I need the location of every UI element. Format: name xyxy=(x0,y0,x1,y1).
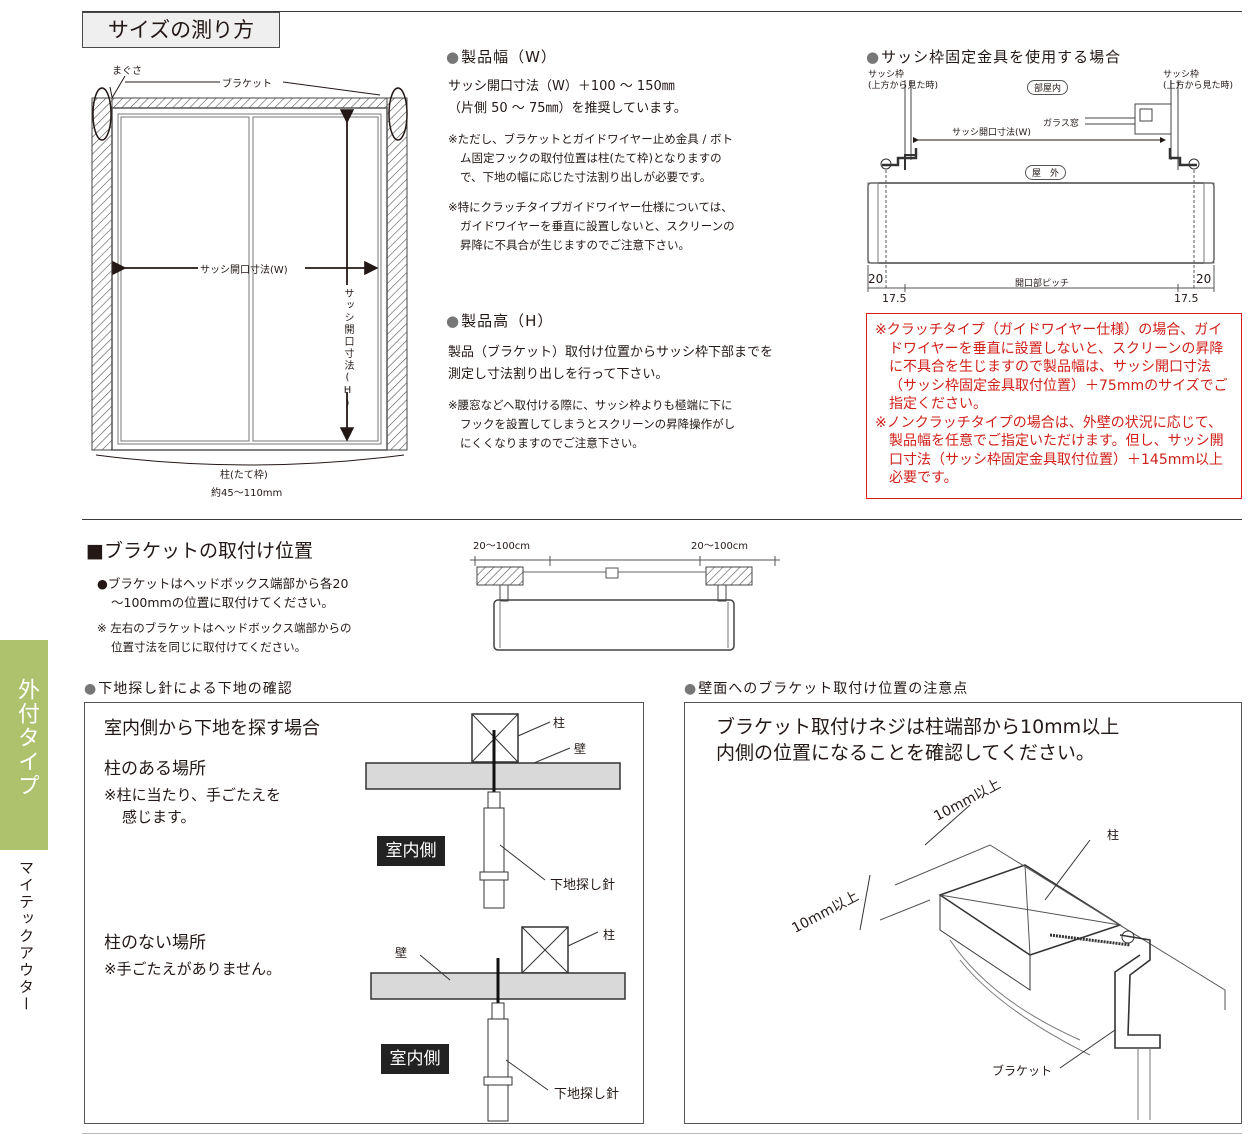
indoor-badge-2: 室内側 xyxy=(381,1044,449,1074)
label-pillar: 柱(たて枠) xyxy=(220,470,268,481)
label-bracket-dim-right: 20～100cm xyxy=(691,541,749,552)
label-glass: ガラス窓 xyxy=(1043,119,1079,129)
label-bracket-dim-left: 20～100cm xyxy=(473,541,531,552)
label-wall-bracket: ブラケット xyxy=(992,1064,1053,1078)
probe-panel xyxy=(84,702,644,1124)
wall-text: ブラケット取付けネジは柱端部から10mm以上 内側の位置になることを確認してくだ… xyxy=(716,716,1120,764)
bracket-right-marker xyxy=(388,87,408,141)
label-dim20-right: 20 xyxy=(1196,272,1212,286)
window-diagram xyxy=(91,75,408,466)
width-note-2: ※特にクラッチタイプガイドワイヤー仕様については、 ガイドワイヤーを垂直に設置し… xyxy=(448,200,735,252)
label-probe-pillar-2: 柱 xyxy=(603,928,616,942)
label-wall-pillar: 柱 xyxy=(1107,828,1120,842)
height-heading: 製品高（H） xyxy=(446,310,553,331)
width-line-2: （片側 50 ～ 75㎜）を推奨しています。 xyxy=(448,101,687,116)
label-fixture-sash-w: サッシ開口寸法(W) xyxy=(952,128,1031,138)
probe-without-pillar-diagram xyxy=(370,926,626,1122)
label-sash-w: サッシ開口寸法(W) xyxy=(200,265,288,276)
top-rule xyxy=(82,11,1242,12)
label-probe-wall-1: 壁 xyxy=(574,742,587,756)
label-magusa: まぐさ xyxy=(112,66,142,77)
label-probe-needle-2: 下地探し針 xyxy=(554,1087,620,1102)
label-pitch: 開口部ピッチ xyxy=(1015,279,1070,289)
probe-heading: 下地探し針による下地の確認 xyxy=(84,678,293,698)
without-pillar-heading: 柱のない場所 xyxy=(104,933,206,953)
with-pillar-heading: 柱のある場所 xyxy=(104,759,206,779)
height-line-2: 測定し寸法割り出しを行って下さい。 xyxy=(448,367,669,382)
label-dim20-left: 20 xyxy=(868,272,884,286)
middle-rule xyxy=(82,519,1242,520)
label-sash-left: サッシ枠 (上方から見た時) xyxy=(868,70,939,91)
label-sash-right: サッシ枠 (上方から見た時) xyxy=(1163,70,1234,91)
label-probe-wall-2: 壁 xyxy=(395,946,408,960)
label-probe-needle-1: 下地探し針 xyxy=(550,878,616,893)
warning-clutch: ※クラッチタイプ（ガイドワイヤー仕様）の場合、ガイドワイヤーを垂直に設置しないと… xyxy=(875,322,1228,412)
wall-heading: 壁面へのブラケット取付け位置の注意点 xyxy=(684,678,968,698)
label-dim175-right: 17.5 xyxy=(1174,292,1199,305)
wall-bracket-diagram xyxy=(859,804,1226,1120)
side-tab-type: 外付タイプ xyxy=(0,640,48,850)
bracket-position-diagram xyxy=(470,556,780,651)
probe-title: 室内側から下地を探す場合 xyxy=(104,718,320,739)
label-dim175-left: 17.5 xyxy=(882,292,907,305)
label-indoor: 部屋内 xyxy=(1027,80,1069,95)
label-bracket: ブラケット xyxy=(222,79,272,90)
fixture-heading: サッシ枠固定金具を使用する場合 xyxy=(866,46,1121,67)
bracket-left-marker xyxy=(92,87,112,141)
label-outdoor: 屋 外 xyxy=(1025,165,1067,180)
height-line-1: 製品（ブラケット）取付け位置からサッシ枠下部までを xyxy=(448,345,774,360)
with-pillar-note: ※柱に当たり、手ごたえを 感じます。 xyxy=(104,786,281,826)
side-tab-type-label: 外付タイプ xyxy=(14,678,39,798)
bracket-heading: ■ブラケットの取付け位置 xyxy=(86,540,313,562)
wall-panel xyxy=(684,702,1242,1124)
page-title: サイズの測り方 xyxy=(82,12,280,48)
bracket-bullet: ●ブラケットはヘッドボックス端部から各20 ～100mmの位置に取付けてください… xyxy=(97,576,349,610)
warning-non-clutch: ※ノンクラッチタイプの場合は、外壁の状況に応じて、製品幅を任意でご指定いただけま… xyxy=(875,414,1224,487)
bottom-rule xyxy=(82,1133,1242,1134)
fixture-diagram xyxy=(867,80,1215,292)
warning-box: ※クラッチタイプ（ガイドワイヤー仕様）の場合、ガイドワイヤーを垂直に設置しないと… xyxy=(866,313,1242,499)
width-line-1: サッシ開口寸法（W）＋100 ～ 150㎜ xyxy=(448,79,675,94)
width-note-1: ※ただし、ブラケットとガイドワイヤー止め金具 / ボト ム固定フックの取付位置は… xyxy=(448,132,733,184)
height-note: ※腰窓などへ取付ける際に、サッシ枠よりも極端に下に フックを設置してしまうとスク… xyxy=(448,398,736,450)
indoor-badge-1: 室内側 xyxy=(377,836,445,866)
label-pillar-size: 約45～110mm xyxy=(211,488,283,499)
width-heading: 製品幅（W） xyxy=(446,46,557,67)
probe-with-pillar-diagram xyxy=(365,713,621,909)
label-probe-pillar-1: 柱 xyxy=(553,716,566,730)
bracket-note: ※ 左右のブラケットはヘッドボックス端部からの 位置寸法を同じに取付けてください… xyxy=(97,621,352,654)
side-tab-product: マイテックアウター xyxy=(17,860,35,1013)
without-pillar-note: ※手ごたえがありません。 xyxy=(104,960,282,978)
label-sash-h: サッシ開口寸法(H) xyxy=(342,288,353,411)
